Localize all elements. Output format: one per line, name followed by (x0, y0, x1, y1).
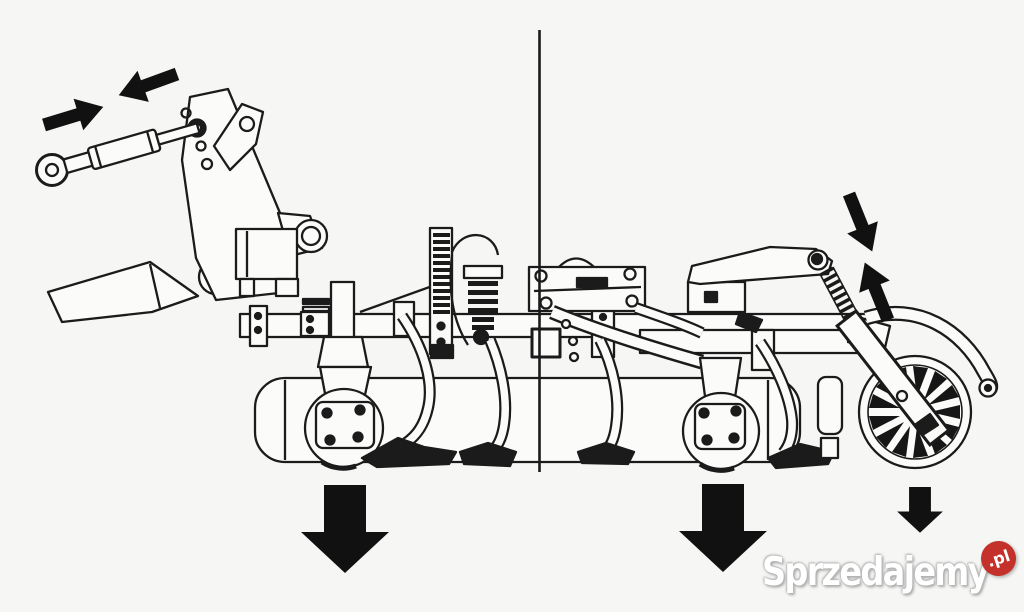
share-point (458, 441, 518, 468)
hitch-mast (46, 87, 329, 324)
down-force-arrow-left-icon (301, 485, 389, 573)
press-wheel-unit-right (681, 280, 764, 473)
s-tine-2 (458, 337, 518, 468)
gauge-wheel-lift-arm (686, 245, 834, 286)
top-link-turnbuckle (35, 122, 201, 187)
depth-adjust-arrow-upper-icon (842, 191, 878, 252)
top-link-arrow-lower-icon (42, 98, 104, 132)
s-tine-1 (360, 312, 458, 469)
spring-pack (449, 233, 504, 346)
depth-scale (428, 226, 455, 360)
down-force-arrow-right-icon (897, 487, 943, 533)
share-point (360, 436, 458, 469)
s-tine-3 (576, 337, 636, 466)
annotation-arrows (42, 67, 943, 573)
wheel-carrier-arm (835, 306, 999, 447)
top-link-arrow-upper-icon (118, 67, 180, 102)
press-wheel-unit-left (303, 280, 385, 471)
parallelogram-linkage (527, 257, 705, 370)
lower-link-bracket (46, 260, 200, 324)
mast-box (234, 227, 300, 298)
scale-markings-icon (433, 233, 450, 314)
down-force-arrow-center-icon (679, 484, 767, 572)
share-point (576, 441, 636, 466)
depth-adjust-arrow-lower-icon (859, 262, 895, 323)
